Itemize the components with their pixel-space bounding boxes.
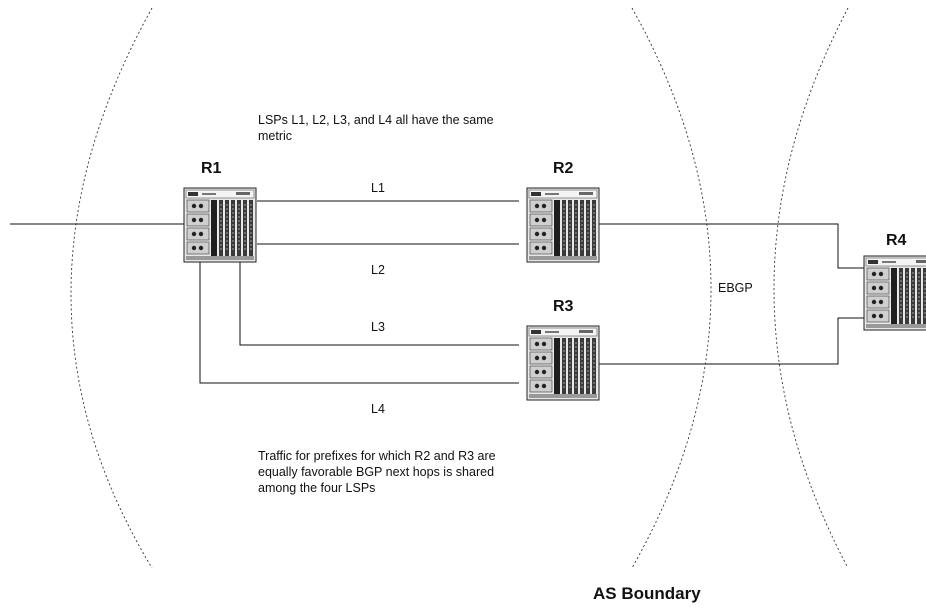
router-r3-icon (526, 325, 600, 401)
lsp-l2-label: L2 (371, 263, 385, 277)
lsp-l3-label: L3 (371, 320, 385, 334)
as-boundary-middle-arc (631, 7, 712, 569)
router-r1-label: R1 (201, 160, 222, 177)
as-boundary-right-arc (773, 7, 849, 569)
router-r3-label: R3 (553, 298, 574, 315)
router-r4-icon (863, 255, 926, 331)
ebgp-link-r3-r4 (599, 317, 866, 365)
lsp-l4-line (199, 262, 519, 384)
as-boundary-left-arc (70, 7, 153, 569)
router-r4-label: R4 (886, 232, 907, 249)
router-r1-icon (183, 187, 257, 263)
router-r2-label: R2 (553, 160, 574, 177)
metric-note: LSPs L1, L2, L3, and L4 all have the sam… (258, 113, 494, 143)
ebgp-link-r2-r4 (599, 223, 866, 269)
lsp-l4-label: L4 (371, 402, 385, 416)
traffic-note: Traffic for prefixes for which R2 and R3… (258, 449, 496, 495)
router-r2-icon (526, 187, 600, 263)
lsp-l3-line (239, 262, 519, 346)
lsp-l1-label: L1 (371, 181, 385, 195)
ebgp-label: EBGP (718, 281, 753, 295)
as-boundary-label: AS Boundary (593, 584, 701, 603)
